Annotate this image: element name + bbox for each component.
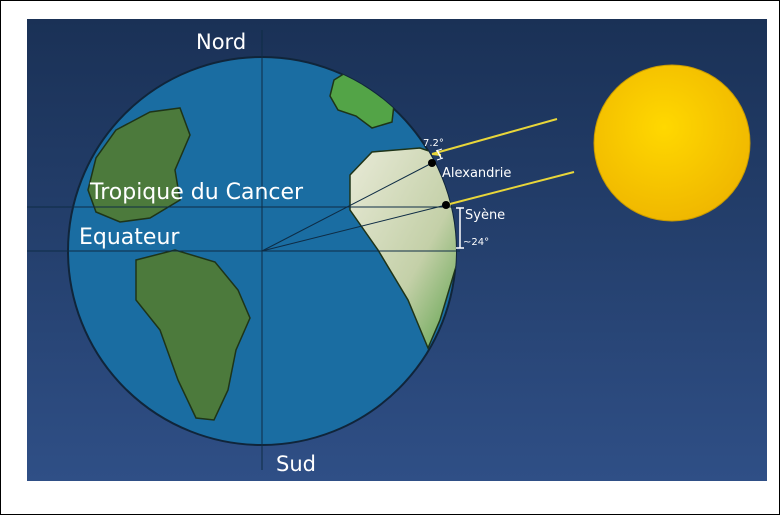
radius-alexandria (261, 162, 433, 252)
land-east (349, 147, 456, 350)
label-latitude: ~24° (463, 237, 489, 248)
label-syene: Syène (465, 208, 505, 223)
sun-ray-syene (445, 171, 575, 206)
label-north: Nord (196, 30, 246, 54)
radius-syene (261, 204, 447, 252)
angle-tick-top (435, 148, 443, 152)
angle-marker (436, 149, 442, 159)
sun-icon (593, 64, 751, 222)
syene-dot (442, 201, 450, 209)
land-west-south (135, 249, 251, 421)
alexandria-dot (428, 159, 436, 167)
sun-ray-alexandria (431, 118, 558, 155)
label-south: Sud (276, 452, 316, 476)
angle-tick-bottom (436, 157, 444, 161)
label-angle: 7.2° (423, 138, 444, 149)
label-alexandria: Alexandrie (442, 166, 511, 181)
label-tropic: Tropique du Cancer (89, 180, 304, 205)
land-west-north (87, 107, 191, 223)
label-equator: Equateur (79, 225, 180, 250)
latitude-bracket (456, 207, 464, 249)
